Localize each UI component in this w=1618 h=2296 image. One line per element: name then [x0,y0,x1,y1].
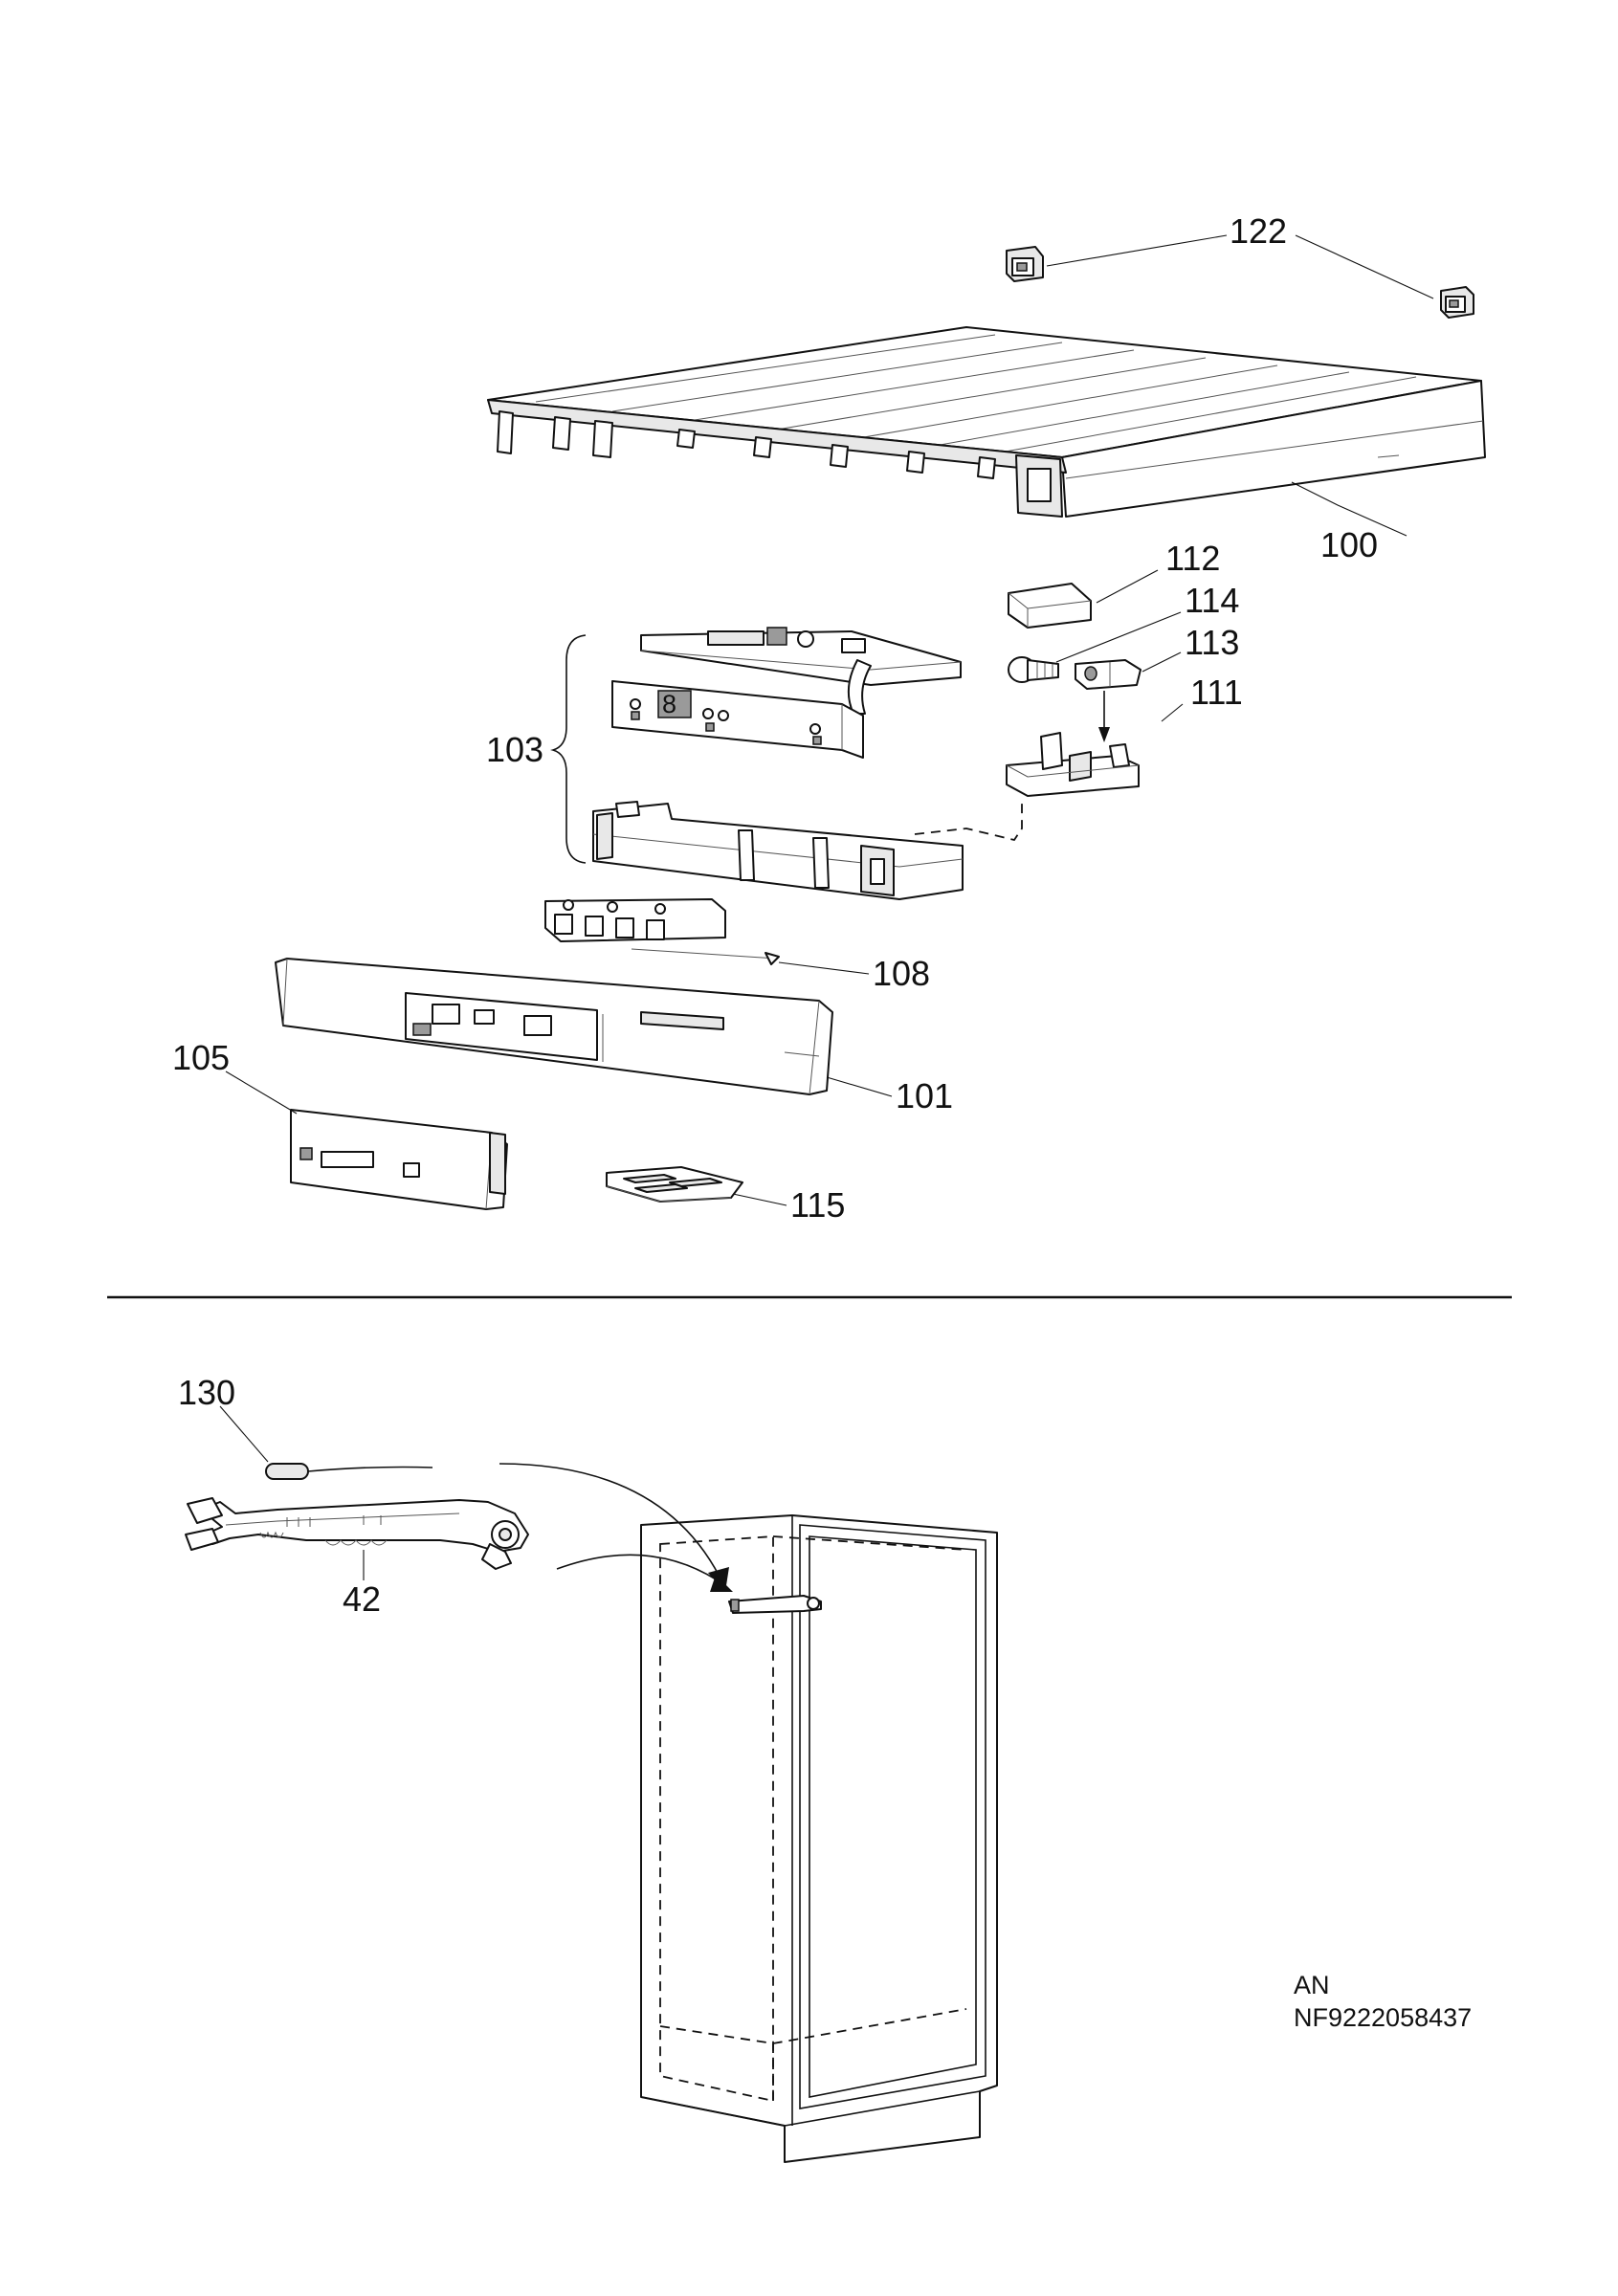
part-115-grille [606,1166,743,1203]
leader-111 [1161,703,1184,722]
part-111-lamp-housing [1006,732,1140,797]
part-108-switch-strip [544,898,780,965]
callout-101: 101 [896,1076,953,1115]
dashed-link-103-111 [914,800,1023,842]
part-113-lamp-holder [1075,659,1141,690]
callout-130: 130 [178,1373,235,1412]
callout-112: 112 [1165,539,1220,578]
leader-122-right [1295,234,1434,299]
appliance-cabinet [640,1514,998,2163]
install-arrow-130 [499,1463,720,1578]
mounted-sensor-holder [728,1595,822,1614]
doc-code-line2: NF9222058437 [1294,2003,1472,2032]
callout-122: 122 [1230,211,1287,251]
leader-105 [225,1071,298,1115]
callout-103: 103 [486,730,543,769]
part-130-sensor [265,1463,433,1480]
part-103-display-board: 8 [611,680,864,759]
callout-108: 108 [873,954,930,993]
leader-108 [778,961,870,975]
leader-112 [1096,569,1159,604]
leader-101 [826,1076,893,1097]
leader-130 [219,1405,269,1463]
callout-105: 105 [172,1038,230,1077]
leader-115 [732,1193,787,1206]
part-103-module-housing [592,801,964,900]
doc-code-line1: AN [1294,1971,1330,1999]
part-122-clip-left [1006,246,1044,282]
leader-100 [1291,481,1407,537]
leader-114 [1055,611,1182,663]
part-112-lamp-cover [1008,583,1092,629]
callout-115: 115 [790,1185,845,1225]
part-100-top-cover [487,326,1486,518]
part-105-panel-insert [290,1109,508,1210]
bracket-103 [550,634,587,864]
callout-114: 114 [1185,581,1239,620]
callout-113: 113 [1185,623,1239,662]
part-101-control-panel [275,958,833,1095]
install-arrow-42 [556,1554,724,1585]
display-digits-icon: 8 [662,690,676,718]
callout-42: 42 [343,1579,381,1619]
install-arrowhead-42 [710,1575,733,1592]
leader-122-left [1046,234,1228,267]
part-122-clip-right [1440,286,1474,319]
callout-111: 111 [1190,673,1243,712]
leader-113 [1141,651,1182,673]
part-103-upper-board [640,627,962,715]
part-42-sensor-holder [185,1497,529,1570]
assembly-arrowhead-113 [1098,727,1110,742]
part-114-bulb [1008,656,1059,683]
callout-100: 100 [1320,525,1378,564]
